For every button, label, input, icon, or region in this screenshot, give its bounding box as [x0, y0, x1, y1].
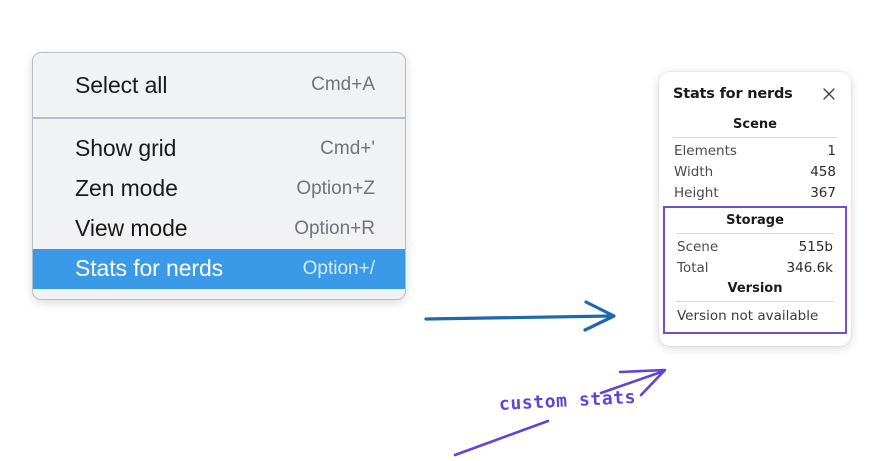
menu-item-shortcut: Cmd+' [320, 137, 375, 159]
stats-for-nerds-panel[interactable]: Stats for nerds Scene Elements 1 Width 4… [659, 72, 851, 346]
stats-row-width: Width 458 [671, 161, 839, 182]
menu-item-shortcut: Option+Z [296, 177, 375, 199]
stats-row-total-storage: Total 346.6k [674, 257, 836, 278]
menu-item-show-grid[interactable]: Show grid Cmd+' [33, 129, 405, 169]
section-divider [676, 233, 834, 234]
menu-item-label: Show grid [75, 135, 177, 161]
custom-stats-highlight-box: Storage Scene 515b Total 346.6k Version … [663, 206, 847, 334]
context-menu-group-1: Select all Cmd+A [33, 53, 405, 117]
section-title-version: Version [727, 281, 783, 296]
menu-item-shortcut: Cmd+A [311, 74, 375, 95]
menu-item-label: View mode [75, 215, 188, 241]
stats-section-scene: Scene Elements 1 Width 458 Height 367 [671, 114, 839, 203]
stats-value: 458 [810, 163, 836, 180]
stats-value: 346.6k [786, 259, 833, 276]
context-menu-group-2: Show grid Cmd+' Zen mode Option+Z View m… [33, 119, 405, 299]
menu-item-zen-mode[interactable]: Zen mode Option+Z [33, 169, 405, 209]
stats-panel-header: Stats for nerds [671, 86, 839, 102]
context-menu[interactable]: Select all Cmd+A Show grid Cmd+' Zen mod… [32, 52, 406, 300]
section-title-scene: Scene [733, 117, 777, 132]
section-divider [673, 137, 837, 138]
blue-arrow-to-stats-panel [424, 300, 616, 332]
menu-item-label: Select all [75, 71, 168, 98]
stats-key: Elements [674, 142, 737, 159]
stats-panel-title: Stats for nerds [673, 86, 793, 102]
stats-key: Width [674, 163, 714, 180]
menu-item-shortcut: Option+R [294, 217, 375, 239]
purple-underline-stroke [453, 419, 550, 457]
menu-item-view-mode[interactable]: View mode Option+R [33, 209, 405, 249]
version-message: Version not available [677, 308, 819, 324]
stats-key: Height [674, 184, 719, 201]
stats-key: Total [677, 259, 709, 276]
close-icon[interactable] [821, 86, 837, 102]
stats-section-storage: Storage Scene 515b Total 346.6k [674, 210, 836, 278]
menu-item-select-all[interactable]: Select all Cmd+A [33, 65, 405, 105]
section-divider [676, 301, 834, 302]
menu-item-label: Zen mode [75, 175, 178, 201]
stats-section-version: Version Version not available [674, 278, 836, 326]
section-title-storage: Storage [726, 213, 784, 228]
stats-key: Scene [677, 238, 719, 255]
stats-value: 1 [827, 142, 836, 159]
stats-value: 515b [798, 238, 833, 255]
stats-row-scene-storage: Scene 515b [674, 236, 836, 257]
stats-row-elements: Elements 1 [671, 140, 839, 161]
menu-separator [33, 117, 405, 119]
menu-item-stats-for-nerds[interactable]: Stats for nerds Option+/ [33, 248, 405, 289]
menu-item-label: Stats for nerds [75, 255, 224, 281]
menu-item-shortcut: Option+/ [302, 257, 375, 279]
annotation-label-custom-stats: custom stats [498, 386, 637, 415]
stats-row-height: Height 367 [671, 182, 839, 203]
stats-value: 367 [810, 184, 836, 201]
